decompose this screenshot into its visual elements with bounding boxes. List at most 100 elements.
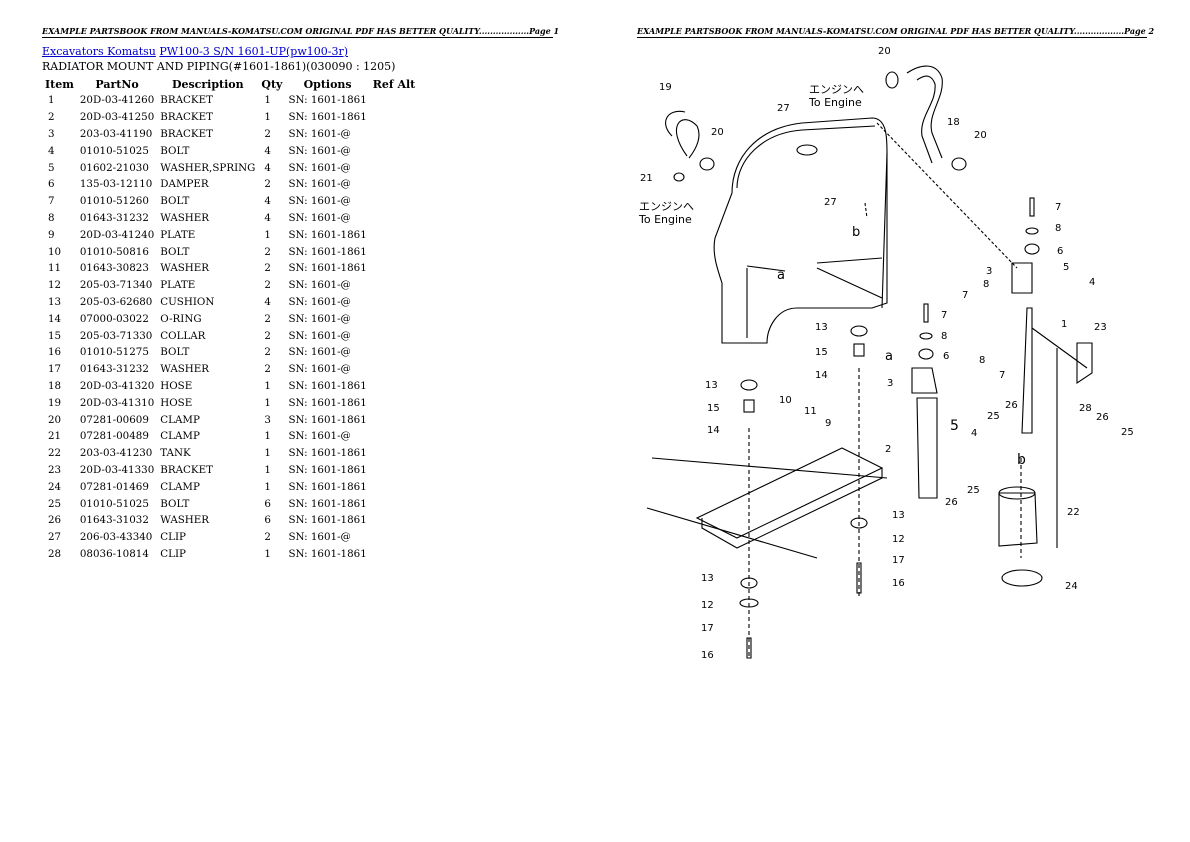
cell-description: BRACKET xyxy=(160,463,213,476)
cell-item: 27 xyxy=(48,531,62,544)
cell-partno: 01010-51025 xyxy=(79,497,149,510)
callout-3a: 3 xyxy=(986,266,992,277)
cell-partno: 203-03-41190 xyxy=(79,127,153,140)
callout-25c: 25 xyxy=(967,485,980,496)
callout-26c: 26 xyxy=(945,497,958,508)
callout-2: 2 xyxy=(885,444,891,455)
cell-options: SN: 1601-1861 xyxy=(288,547,367,560)
cell-item: 4 xyxy=(48,144,55,157)
cell-qty: 4 xyxy=(264,195,271,208)
callout-3b: 3 xyxy=(887,378,893,389)
callout-20b: 20 xyxy=(711,127,724,138)
cell-item: 26 xyxy=(48,514,62,527)
cell-refalt xyxy=(370,546,419,563)
cell-description: WASHER xyxy=(160,211,210,224)
callout-26a: 26 xyxy=(1005,400,1018,411)
callout-7a: 7 xyxy=(1055,202,1061,213)
callout-15b: 15 xyxy=(707,403,720,414)
hose-19 xyxy=(665,110,700,159)
callout-28: 28 xyxy=(1079,403,1092,414)
cell-description: HOSE xyxy=(160,396,193,409)
callout-13b: 13 xyxy=(705,380,718,391)
cell-partno: 01010-51025 xyxy=(79,144,149,157)
callout-20c: 20 xyxy=(974,130,987,141)
cell-description: TANK xyxy=(160,447,191,460)
cell-description: BOLT xyxy=(160,245,190,258)
callout-22: 22 xyxy=(1067,507,1080,518)
cell-refalt xyxy=(370,193,419,210)
callout-16b: 16 xyxy=(701,650,714,661)
cell-refalt xyxy=(370,260,419,277)
cell-qty: 2 xyxy=(264,279,271,292)
callout-8a: 8 xyxy=(1055,223,1061,234)
cell-options: SN: 1601-1861 xyxy=(288,111,367,124)
callout-16a: 16 xyxy=(892,578,905,589)
callout-17b: 17 xyxy=(701,623,714,634)
cell-qty: 1 xyxy=(264,430,271,443)
bracket-1 xyxy=(1021,307,1088,434)
page-title: RADIATOR MOUNT AND PIPING(#1601-1861)(03… xyxy=(42,60,396,73)
cell-partno: 205-03-71340 xyxy=(79,279,153,292)
callout-18: 18 xyxy=(947,117,960,128)
cell-options: SN: 1601-1861 xyxy=(288,497,367,510)
cell-partno: 135-03-12110 xyxy=(79,178,153,191)
callout-20a: 20 xyxy=(878,46,891,57)
cell-item: 2 xyxy=(48,111,55,124)
cell-qty: 1 xyxy=(264,111,271,124)
breadcrumb-link-category[interactable]: Excavators Komatsu xyxy=(42,45,156,58)
callout-8d: 8 xyxy=(979,355,985,366)
cell-options: SN: 1601-@ xyxy=(288,312,351,325)
cell-partno: 01010-50816 xyxy=(79,245,149,258)
cell-options: SN: 1601-@ xyxy=(288,363,351,376)
cell-qty: 1 xyxy=(264,547,271,560)
cell-refalt xyxy=(370,109,419,126)
callout-17a: 17 xyxy=(892,555,905,566)
cell-item: 7 xyxy=(48,195,55,208)
col-partno-header: PartNo xyxy=(95,77,139,91)
cell-item: 21 xyxy=(48,430,62,443)
cell-qty: 2 xyxy=(264,127,271,140)
breadcrumb-link-model[interactable]: PW100-3 S/N 1601-UP(pw100-3r) xyxy=(159,45,349,58)
cell-partno: 07000-03022 xyxy=(79,312,149,325)
cell-description: PLATE xyxy=(160,279,196,292)
page-header-1: EXAMPLE PARTSBOOK FROM MANUALS-KOMATSU.C… xyxy=(42,26,560,38)
cell-partno: 205-03-71330 xyxy=(79,329,153,342)
parts-table: Item PartNo Description Qty Options Ref … xyxy=(42,76,418,562)
callout-6b: 6 xyxy=(943,351,949,362)
cell-refalt xyxy=(370,361,419,378)
cell-partno: 08036-10814 xyxy=(79,547,149,560)
cell-item: 5 xyxy=(48,161,55,174)
cell-item: 3 xyxy=(48,127,55,140)
to-engine-jp-label-left: エンジンへ xyxy=(639,200,694,213)
cell-item: 17 xyxy=(48,363,62,376)
page-header-2: EXAMPLE PARTSBOOK FROM MANUALS-KOMATSU.C… xyxy=(637,26,1155,38)
cell-description: BOLT xyxy=(160,195,190,208)
cell-description: BRACKET xyxy=(160,111,213,124)
cell-refalt xyxy=(370,226,419,243)
cell-partno: 01643-30823 xyxy=(79,262,149,275)
cell-description: WASHER,SPRING xyxy=(160,161,256,174)
cell-item: 13 xyxy=(48,295,62,308)
cell-options: SN: 1601-1861 xyxy=(288,379,367,392)
cell-partno: 01010-51260 xyxy=(79,195,149,208)
cell-refalt xyxy=(370,176,419,193)
cell-qty: 2 xyxy=(264,178,271,191)
callout-5a: 5 xyxy=(1063,262,1069,273)
cell-options: SN: 1601-1861 xyxy=(288,463,367,476)
cell-refalt xyxy=(370,159,419,176)
cell-refalt xyxy=(370,310,419,327)
cell-description: CLAMP xyxy=(160,430,200,443)
cell-description: HOSE xyxy=(160,379,193,392)
cell-item: 20 xyxy=(48,413,62,426)
cell-refalt xyxy=(370,327,419,344)
